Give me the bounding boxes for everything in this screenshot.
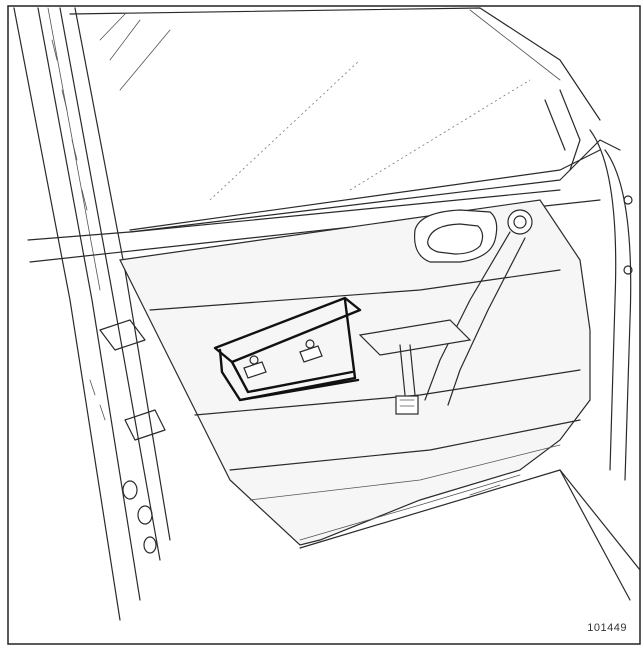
switch-connector	[395, 344, 419, 415]
door-frame-pillar	[13, 7, 171, 621]
body-pillar-right	[544, 89, 633, 481]
frame-border	[7, 5, 641, 645]
door-sill	[299, 469, 641, 601]
armrest-strap	[358, 231, 526, 406]
figure-reference-number: 101449	[587, 622, 627, 634]
switch-cover-highlighted	[213, 296, 362, 402]
door-hinges	[89, 319, 166, 554]
door-handle	[413, 209, 533, 263]
window-glass	[69, 7, 601, 231]
